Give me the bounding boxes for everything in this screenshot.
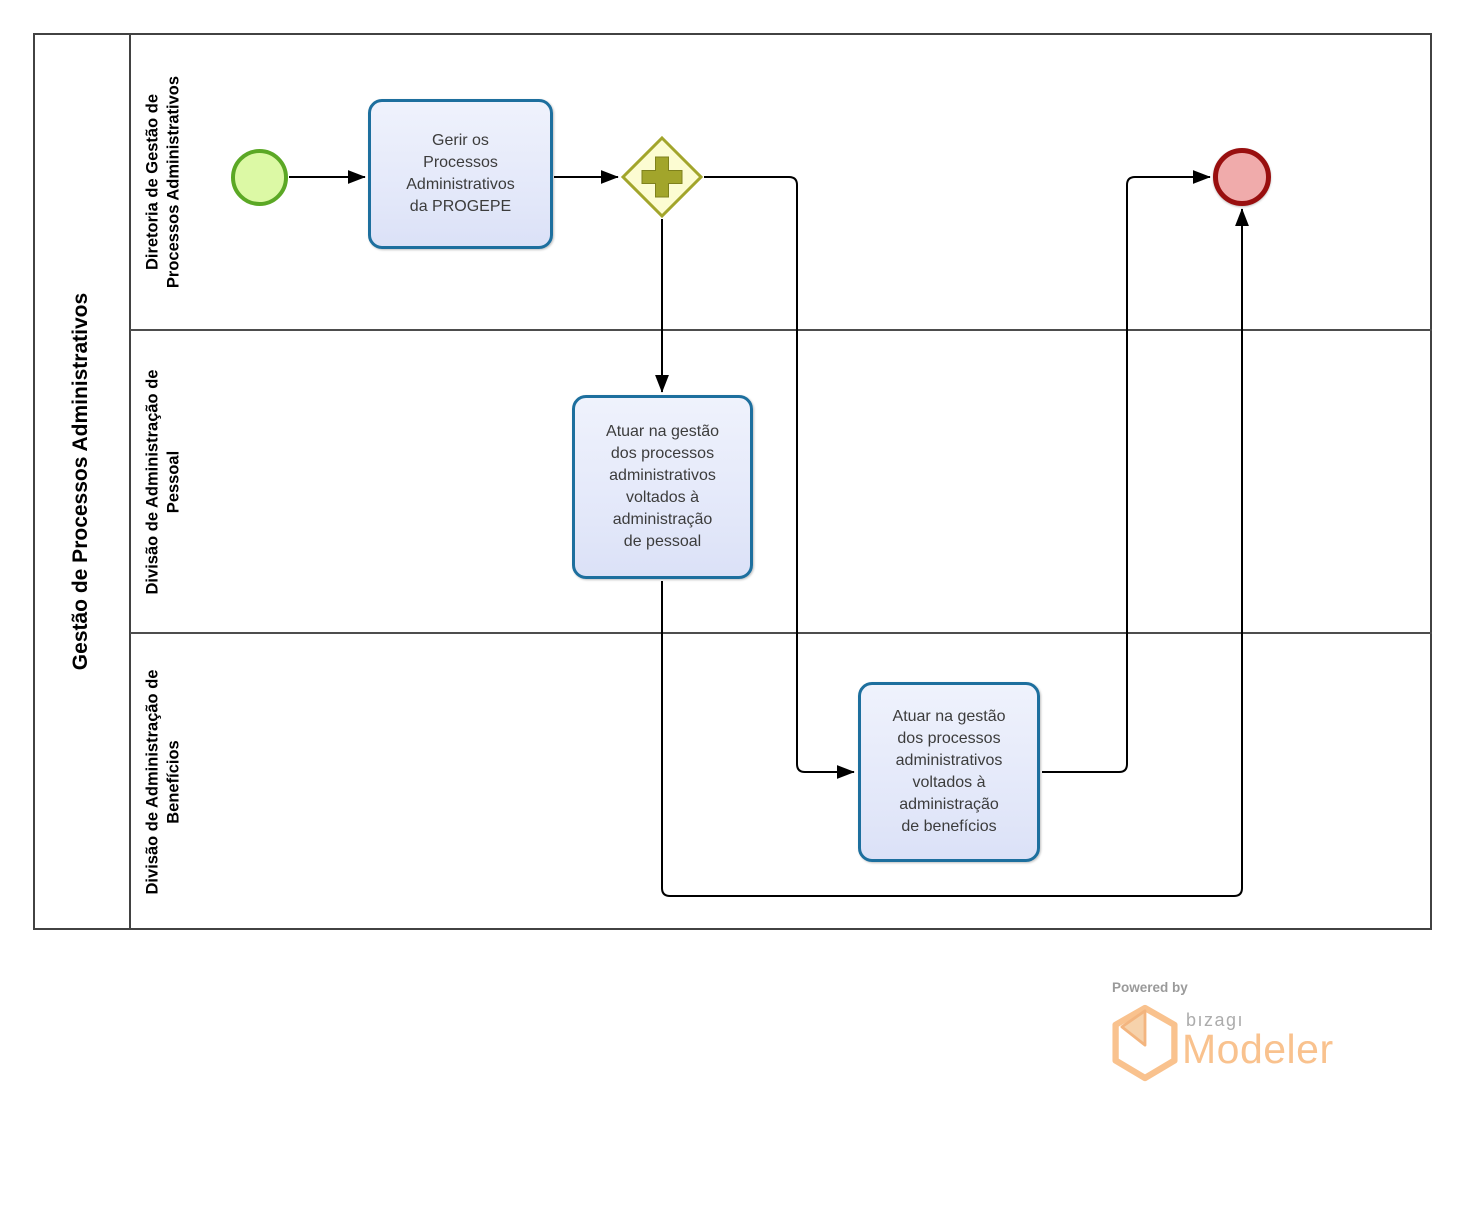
- task-gestao-beneficios: Atuar na gestão dos processos administra…: [858, 682, 1040, 862]
- lane-divider-1: [130, 329, 1432, 331]
- task-gestao-pessoal: Atuar na gestão dos processos administra…: [572, 395, 753, 579]
- powered-by-text: Powered by: [1112, 980, 1188, 995]
- lane-label-beneficios: Divisão de Administração de Benefícios: [143, 669, 182, 894]
- modeler-wordmark: Modeler: [1182, 1026, 1334, 1072]
- start-event: [231, 149, 288, 206]
- lane-label-diretoria: Diretoria de Gestão de Processos Adminis…: [143, 75, 182, 288]
- parallel-gateway-icon: [620, 135, 704, 219]
- end-event: [1213, 148, 1271, 206]
- pool-title-divider: [129, 33, 131, 930]
- bizagi-wordmark: bızagı: [1186, 1010, 1245, 1030]
- task-gerir-processos: Gerir os Processos Administrativos da PR…: [368, 99, 553, 249]
- pool-title: Gestão de Processos Administrativos: [69, 292, 93, 671]
- lane-divider-2: [130, 632, 1432, 634]
- lane-label-pessoal: Divisão de Administração de Pessoal: [143, 369, 182, 594]
- bizagi-hexagon-icon: [1112, 1004, 1178, 1082]
